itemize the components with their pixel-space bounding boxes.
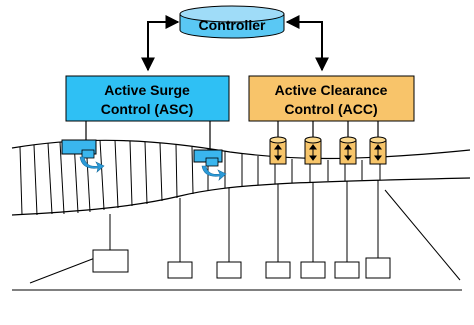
- asc-node: Active Surge Control (ASC): [65, 75, 230, 122]
- controller-top: [179, 5, 285, 23]
- sensor-box: [365, 257, 391, 279]
- acc-label-line1: Active Clearance: [275, 82, 388, 98]
- acc-cylinder: [339, 136, 357, 165]
- sensor-box: [216, 261, 242, 279]
- shaft-diagonal-line: [29, 257, 96, 284]
- casing-inner-line: [11, 177, 471, 216]
- exhaust-line: [384, 189, 461, 281]
- acc-box: [248, 75, 415, 122]
- acc-label-line2: Control (ACC): [284, 101, 377, 117]
- sensor-box: [334, 261, 360, 279]
- box-to-actuator-lines: [85, 121, 379, 150]
- sensor-box: [300, 261, 326, 279]
- connector-controller-to-asc: [141, 15, 180, 72]
- acc-cylinder: [269, 136, 287, 165]
- asc-box: [65, 75, 230, 122]
- up-down-arrow-icon: [374, 144, 382, 161]
- connector-controller-to-acc: [285, 15, 329, 72]
- asc-label-line1: Active Surge: [104, 82, 190, 98]
- controller-label: Controller: [199, 17, 266, 33]
- acc-cylinder: [369, 136, 387, 165]
- up-down-arrow-icon: [344, 144, 352, 161]
- controller-connectors: [141, 15, 329, 72]
- curved-arrow-icon: [79, 156, 105, 173]
- asc-actuator-1: [61, 139, 105, 173]
- asc-actuator-2: [193, 149, 227, 181]
- controller-node: Controller: [179, 5, 285, 39]
- acc-actuators: [269, 136, 387, 165]
- blade-lines: [19, 139, 381, 216]
- sensor-box: [92, 249, 129, 273]
- asc-label-line2: Control (ASC): [101, 101, 194, 117]
- acc-node: Active Clearance Control (ACC): [248, 75, 415, 122]
- up-down-arrow-icon: [309, 144, 317, 161]
- sensors: [92, 180, 391, 279]
- sensor-box: [167, 261, 193, 279]
- acc-cylinder: [304, 136, 322, 165]
- sensor-box: [265, 261, 291, 279]
- up-down-arrow-icon: [274, 144, 282, 161]
- curved-arrow-icon: [201, 165, 227, 181]
